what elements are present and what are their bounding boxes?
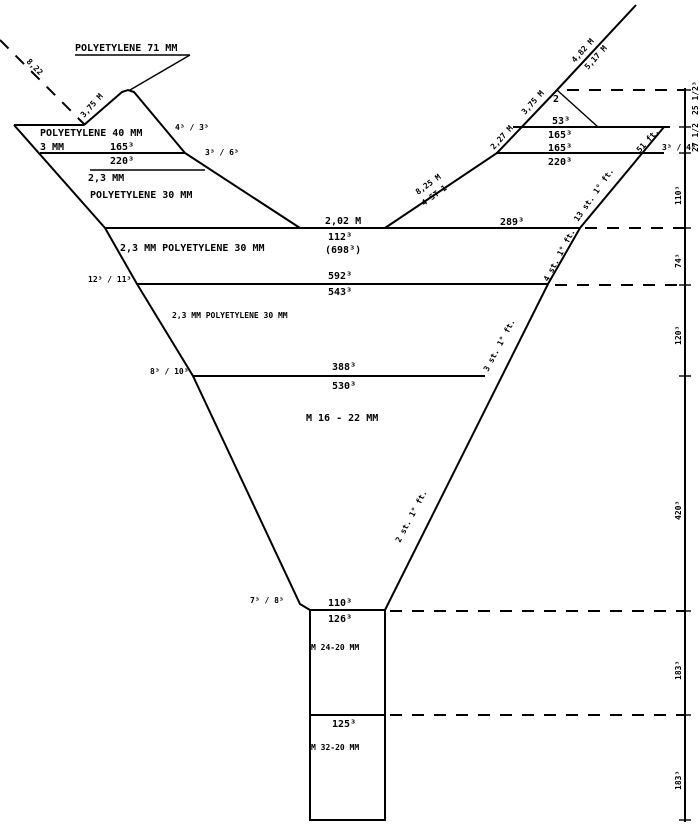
label-530: 530³ xyxy=(332,381,356,392)
label-220a: 220³ xyxy=(110,156,134,167)
dim-120: 120³ xyxy=(674,326,683,345)
label-126: 126³ xyxy=(328,614,352,625)
label-2-3mm: 2,3 MM xyxy=(88,173,124,184)
label-poly30b: 2,3 MM POLYETYLENE 30 MM xyxy=(120,243,265,254)
left-wall xyxy=(13,124,311,611)
label-2: 2 xyxy=(553,94,559,105)
label-543: 543³ xyxy=(328,287,352,298)
label-2-02m: 2,02 M xyxy=(325,216,361,227)
peak-leader xyxy=(129,54,191,91)
outer-slope xyxy=(384,4,637,229)
label-592: 592³ xyxy=(328,271,352,282)
dim-110: 110³ xyxy=(674,186,683,205)
dim-74: 74³ xyxy=(674,254,683,268)
label-3-4: 3³ / 4³ xyxy=(662,143,696,152)
label-2st: 2 st. 1° ft. xyxy=(394,489,429,544)
label-m16-22: M 16 - 22 MM xyxy=(306,413,378,424)
label-165b: 165³ xyxy=(548,130,572,141)
label-388: 388³ xyxy=(332,362,356,373)
label-4st: 4 st. 1° ft. xyxy=(542,228,577,283)
label-165a: 165³ xyxy=(110,142,134,153)
right-peak xyxy=(556,89,599,128)
label-165c: 165³ xyxy=(548,143,572,154)
dim-25-1-2: 25 1/2³ xyxy=(691,81,700,115)
label-125: 125³ xyxy=(332,719,356,730)
label-13st: 13 st. 1° ft. xyxy=(572,167,615,223)
outline-lines xyxy=(0,4,691,822)
label-m32-20: M 32-20 MM xyxy=(311,743,359,752)
label-poly30a: POLYETYLENE 30 MM xyxy=(90,190,192,201)
label-poly71: POLYETYLENE 71 MM xyxy=(75,43,177,54)
label-7-8: 7³ / 8³ xyxy=(250,596,284,605)
label-110: 110³ xyxy=(328,598,352,609)
label-220b: 220³ xyxy=(548,157,572,168)
label-3-75m: 3,75 M xyxy=(79,92,105,120)
label-53: 53³ xyxy=(552,116,570,127)
dim-183b: 183³ xyxy=(674,771,683,790)
dim-183a: 183³ xyxy=(674,661,683,680)
labels: POLYETYLENE 71 MM POLYETYLENE 40 MM 3 MM… xyxy=(25,37,700,790)
left-peak xyxy=(83,88,301,229)
dimension-ticks xyxy=(679,89,691,821)
label-3st: 3 st. 1° ft. xyxy=(482,318,517,373)
label-12-11: 12³ / 11³ xyxy=(88,275,131,284)
label-poly30c: 2,3 MM POLYETYLENE 30 MM xyxy=(172,311,288,320)
label-698: (698³) xyxy=(325,245,361,256)
label-8-10: 8³ / 10³ xyxy=(150,367,189,376)
label-4-3: 4³ / 3³ xyxy=(175,123,209,132)
label-51ft: 51 ft. xyxy=(635,127,661,155)
dashed-diagonal xyxy=(0,39,86,126)
label-289: 289³ xyxy=(500,217,524,228)
label-poly40: POLYETYLENE 40 MM xyxy=(40,128,142,139)
label-112: 112³ xyxy=(328,232,352,243)
label-3-75m-right: 3,75 M xyxy=(520,89,546,117)
dim-27-1-2: 27 1/2 xyxy=(691,123,700,152)
label-3-6: 3³ / 6³ xyxy=(205,148,239,157)
dim-420: 420³ xyxy=(674,501,683,520)
label-m24-20: M 24-20 MM xyxy=(311,643,359,652)
label-3mm: 3 MM xyxy=(40,142,64,153)
